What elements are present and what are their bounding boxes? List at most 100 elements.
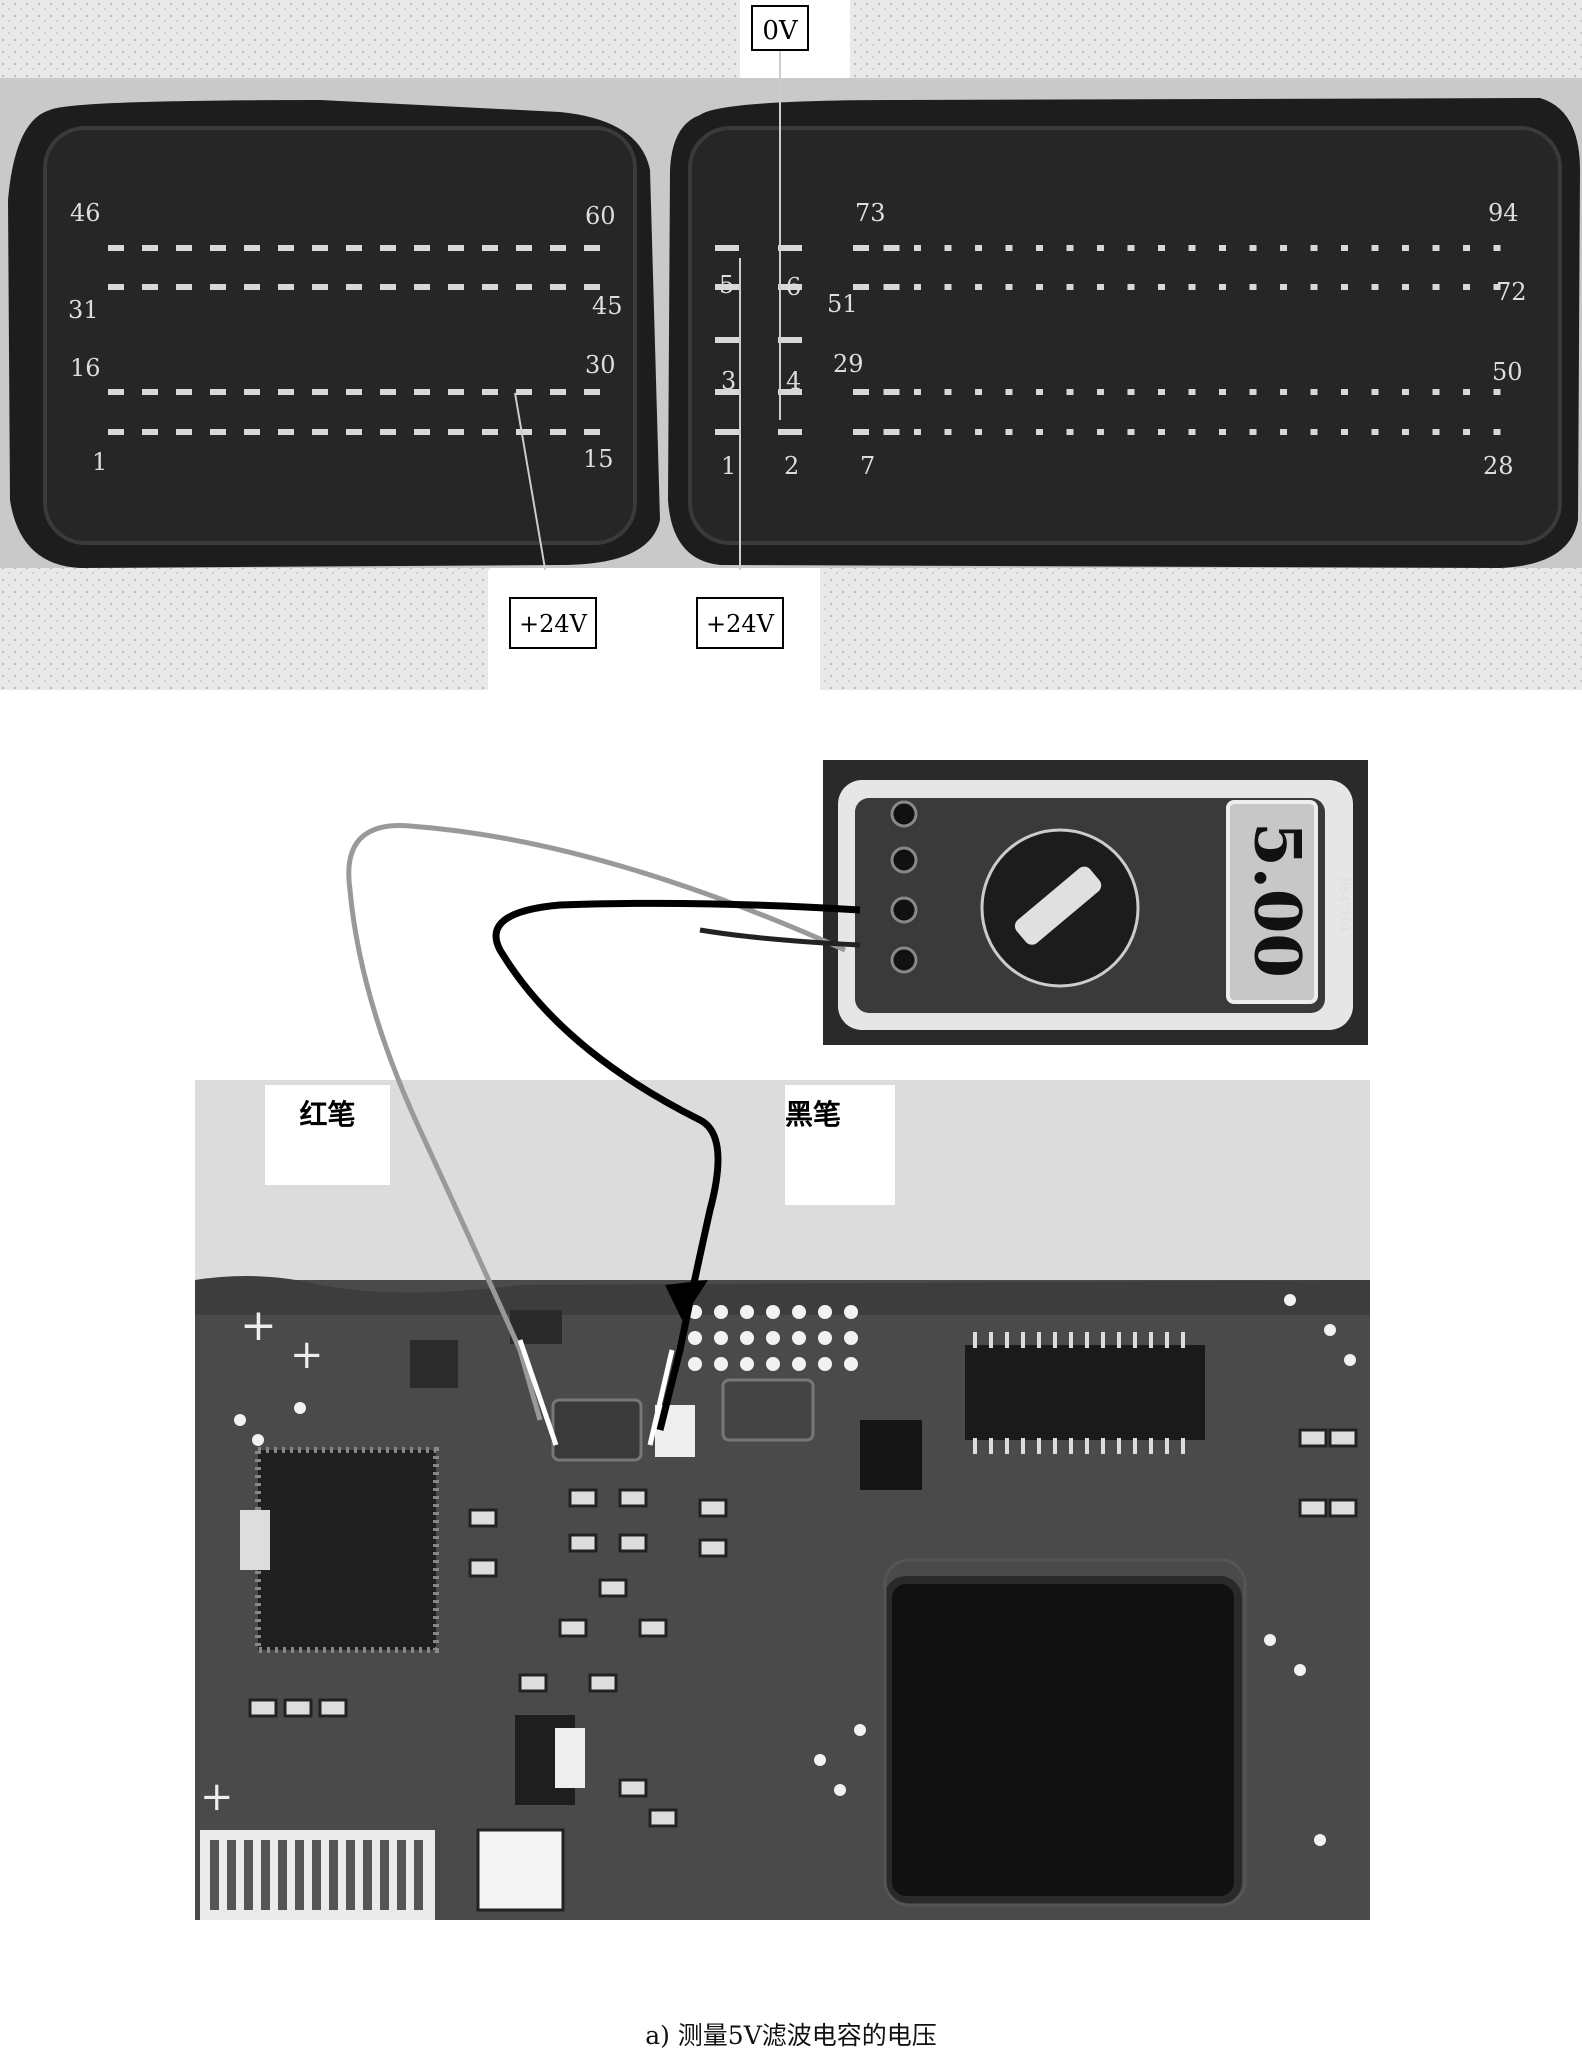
connector-pin [380, 429, 396, 435]
pin-72: 72 [1496, 278, 1527, 306]
connector-pin [1158, 389, 1165, 395]
connector-pin [210, 389, 226, 395]
via [714, 1331, 728, 1345]
connector-pin [1005, 245, 1013, 251]
via [1294, 1664, 1306, 1676]
pin-5: 5 [719, 271, 734, 299]
callout-0v: 0V [762, 16, 799, 46]
edge-pin [244, 1840, 253, 1910]
via [854, 1724, 866, 1736]
smd-resistor [518, 1673, 548, 1693]
measurement-photo: + + + 5.00 BS47101 红笔 黑笔 [0, 740, 1582, 2000]
connector-pin [448, 284, 464, 290]
connector-pin [1280, 245, 1287, 251]
main-processor [884, 1576, 1242, 1904]
via [792, 1331, 806, 1345]
connector-pin [1066, 429, 1074, 435]
connector-pin [244, 284, 260, 290]
connector-pin [1097, 284, 1104, 290]
connector-pin [1493, 429, 1501, 435]
connector-pin [278, 429, 294, 435]
smd-resistor [558, 1618, 588, 1638]
connector-pin [550, 389, 566, 395]
connector-pin [584, 245, 600, 251]
via [792, 1357, 806, 1371]
connector-pin [1310, 284, 1318, 290]
connector-pin [1127, 429, 1135, 435]
pin-60: 60 [585, 202, 616, 230]
smd-resistor [1328, 1428, 1358, 1448]
pin-array [108, 245, 1501, 435]
connector-pin [1249, 389, 1257, 395]
connector-pin [516, 245, 532, 251]
measurement-drawing: + + + 5.00 BS47101 [195, 760, 1370, 1920]
edge-pin [295, 1840, 304, 1910]
pin-2: 2 [784, 452, 799, 480]
via [294, 1402, 306, 1414]
connector-pin [883, 284, 900, 290]
connector-pin [142, 389, 158, 395]
edge-pin [261, 1840, 270, 1910]
dial-pointer[interactable] [1012, 863, 1105, 948]
connector-pin [1432, 389, 1440, 395]
edge-pin [227, 1840, 236, 1910]
via [740, 1357, 754, 1371]
connector-pin [1310, 389, 1318, 395]
connector-pin [210, 284, 226, 290]
smd-resistor [468, 1508, 498, 1528]
connector-pin [278, 389, 294, 395]
pin-94: 94 [1488, 199, 1519, 227]
connector-pin [1158, 284, 1165, 290]
connector-pin [584, 429, 600, 435]
meter-lcd [1226, 800, 1318, 1004]
pin-46: 46 [70, 199, 101, 227]
connector-pin [944, 389, 952, 395]
filter-capacitor [551, 1398, 643, 1462]
smd-resistor [468, 1558, 498, 1578]
connector-pin [975, 284, 982, 290]
smd-resistor [318, 1698, 348, 1718]
via [766, 1331, 780, 1345]
connector-pin [1402, 429, 1409, 435]
probe-jack [890, 896, 918, 924]
edge-pin [397, 1840, 406, 1910]
connector-pin [1371, 284, 1379, 290]
connector-pin [346, 284, 362, 290]
edge-pin [278, 1840, 287, 1910]
connector-photo: 46 60 31 45 16 30 1 15 5 6 3 4 1 2 73 94… [0, 0, 1582, 690]
connector-pin [1341, 429, 1348, 435]
black-probe-wire [492, 899, 861, 1431]
connector-pin [516, 389, 532, 395]
edge-pin [414, 1840, 423, 1910]
connector-pin [1005, 284, 1013, 290]
edge-pin [329, 1840, 338, 1910]
connector-pin [312, 245, 328, 251]
connector-pin [1005, 389, 1013, 395]
black-probe-label: 黑笔 [785, 1085, 895, 1205]
connector-pin [1219, 389, 1226, 395]
connector-pin [278, 284, 294, 290]
connector-pin [1188, 389, 1196, 395]
connector-pin [550, 429, 566, 435]
callout-0v-box [751, 5, 809, 51]
connector-pin [380, 245, 396, 251]
connector-pin [108, 284, 124, 290]
connector-pin [312, 429, 328, 435]
smd-resistor [618, 1533, 648, 1553]
connector-pin [176, 389, 192, 395]
connector-pin [482, 245, 498, 251]
connector-pin [584, 284, 600, 290]
probe-jack [890, 946, 918, 974]
connector-pin [278, 245, 294, 251]
connector-pin [1341, 284, 1348, 290]
connector-pin [883, 245, 900, 251]
connector-pin [1341, 245, 1348, 251]
connector-pin [853, 389, 869, 395]
connector-pin [1219, 429, 1226, 435]
connector-pin [346, 245, 362, 251]
connector-pin [346, 429, 362, 435]
connector-pin [944, 245, 952, 251]
via [1284, 1294, 1296, 1306]
connector-pin [380, 284, 396, 290]
connector-pin [1036, 389, 1043, 395]
